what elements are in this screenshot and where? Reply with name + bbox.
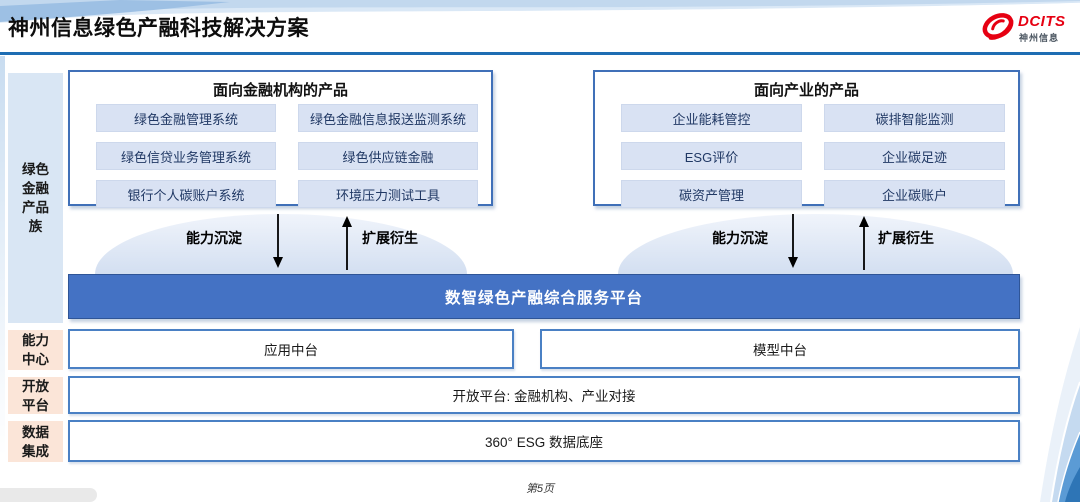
- extension-derivation-label: 扩展衍生: [362, 230, 418, 246]
- sidebar-family-label: 绿色金融产品族: [22, 162, 49, 234]
- open-platform-box: 开放平台: 金融机构、产业对接: [68, 376, 1020, 414]
- extension-derivation-label: 扩展衍生: [878, 230, 934, 246]
- sidebar-open-platform: 开放平台: [8, 377, 63, 414]
- sidebar-green-finance-family: 绿色金融产品族: [8, 73, 63, 323]
- finance-products-panel: 面向金融机构的产品 绿色金融管理系统 绿色金融信息报送监测系统 绿色信贷业务管理…: [68, 70, 493, 208]
- page-number: 第5页: [525, 483, 555, 495]
- application-middle-platform-box: 应用中台: [68, 329, 514, 369]
- logo-brand-subtext: 神州信息: [1019, 33, 1060, 43]
- product-item: 银行个人碳账户系统: [96, 180, 276, 208]
- platform-bar-label: 数智绿色产融综合服务平台: [444, 289, 643, 307]
- capability-sediment-label: 能力沉淀: [186, 230, 242, 246]
- arrow-up-icon: [342, 216, 352, 270]
- bottom-left-decoration: [0, 488, 97, 502]
- product-item: 绿色供应链金融: [298, 142, 478, 170]
- arrow-down-icon: [788, 214, 798, 268]
- product-item: 绿色信贷业务管理系统: [96, 142, 276, 170]
- sidebar-data-label: 数据集成: [22, 424, 49, 459]
- product-item: 碳排智能监测: [824, 104, 1005, 132]
- product-item: ESG评价: [621, 142, 802, 170]
- finance-panel-title: 面向金融机构的产品: [212, 82, 348, 99]
- sidebar-data-integration: 数据集成: [8, 421, 63, 462]
- industry-products-panel: 面向产业的产品 企业能耗管控 碳排智能监测 ESG评价 企业碳足迹 碳资产管理 …: [593, 70, 1020, 208]
- industry-panel-title: 面向产业的产品: [753, 82, 859, 99]
- dcits-swirl-icon: [982, 13, 1014, 40]
- industry-products-grid: 企业能耗管控 碳排智能监测 ESG评价 企业碳足迹 碳资产管理 企业碳账户: [621, 104, 1005, 208]
- product-item: 企业能耗管控: [621, 104, 802, 132]
- logo-brand-text: DCITS: [1018, 13, 1066, 30]
- finance-products-grid: 绿色金融管理系统 绿色金融信息报送监测系统 绿色信贷业务管理系统 绿色供应链金融…: [96, 104, 478, 208]
- header-divider: [0, 52, 1080, 55]
- digital-green-platform-bar: 数智绿色产融综合服务平台: [68, 274, 1020, 319]
- page-title: 神州信息绿色产融科技解决方案: [8, 17, 309, 40]
- model-middle-platform-box: 模型中台: [540, 329, 1020, 369]
- product-item: 环境压力测试工具: [298, 180, 478, 208]
- product-item: 绿色金融信息报送监测系统: [298, 104, 478, 132]
- sidebar-capability-center: 能力中心: [8, 330, 63, 370]
- product-item: 绿色金融管理系统: [96, 104, 276, 132]
- capability-sediment-label: 能力沉淀: [712, 230, 768, 246]
- sidebar-open-label: 开放平台: [22, 378, 49, 413]
- corner-swoosh-decoration: [1040, 327, 1080, 502]
- dcits-logo: DCITS 神州信息: [980, 7, 1072, 49]
- product-item: 企业碳足迹: [824, 142, 1005, 170]
- arrow-down-icon: [273, 214, 283, 268]
- product-item: 企业碳账户: [824, 180, 1005, 208]
- esg-data-base-box: 360° ESG 数据底座: [68, 420, 1020, 462]
- dome-decoration-right: [618, 214, 1013, 274]
- arrow-up-icon: [859, 216, 869, 270]
- sidebar-capability-label: 能力中心: [22, 333, 49, 367]
- left-edge-decoration: [0, 56, 5, 456]
- product-item: 碳资产管理: [621, 180, 802, 208]
